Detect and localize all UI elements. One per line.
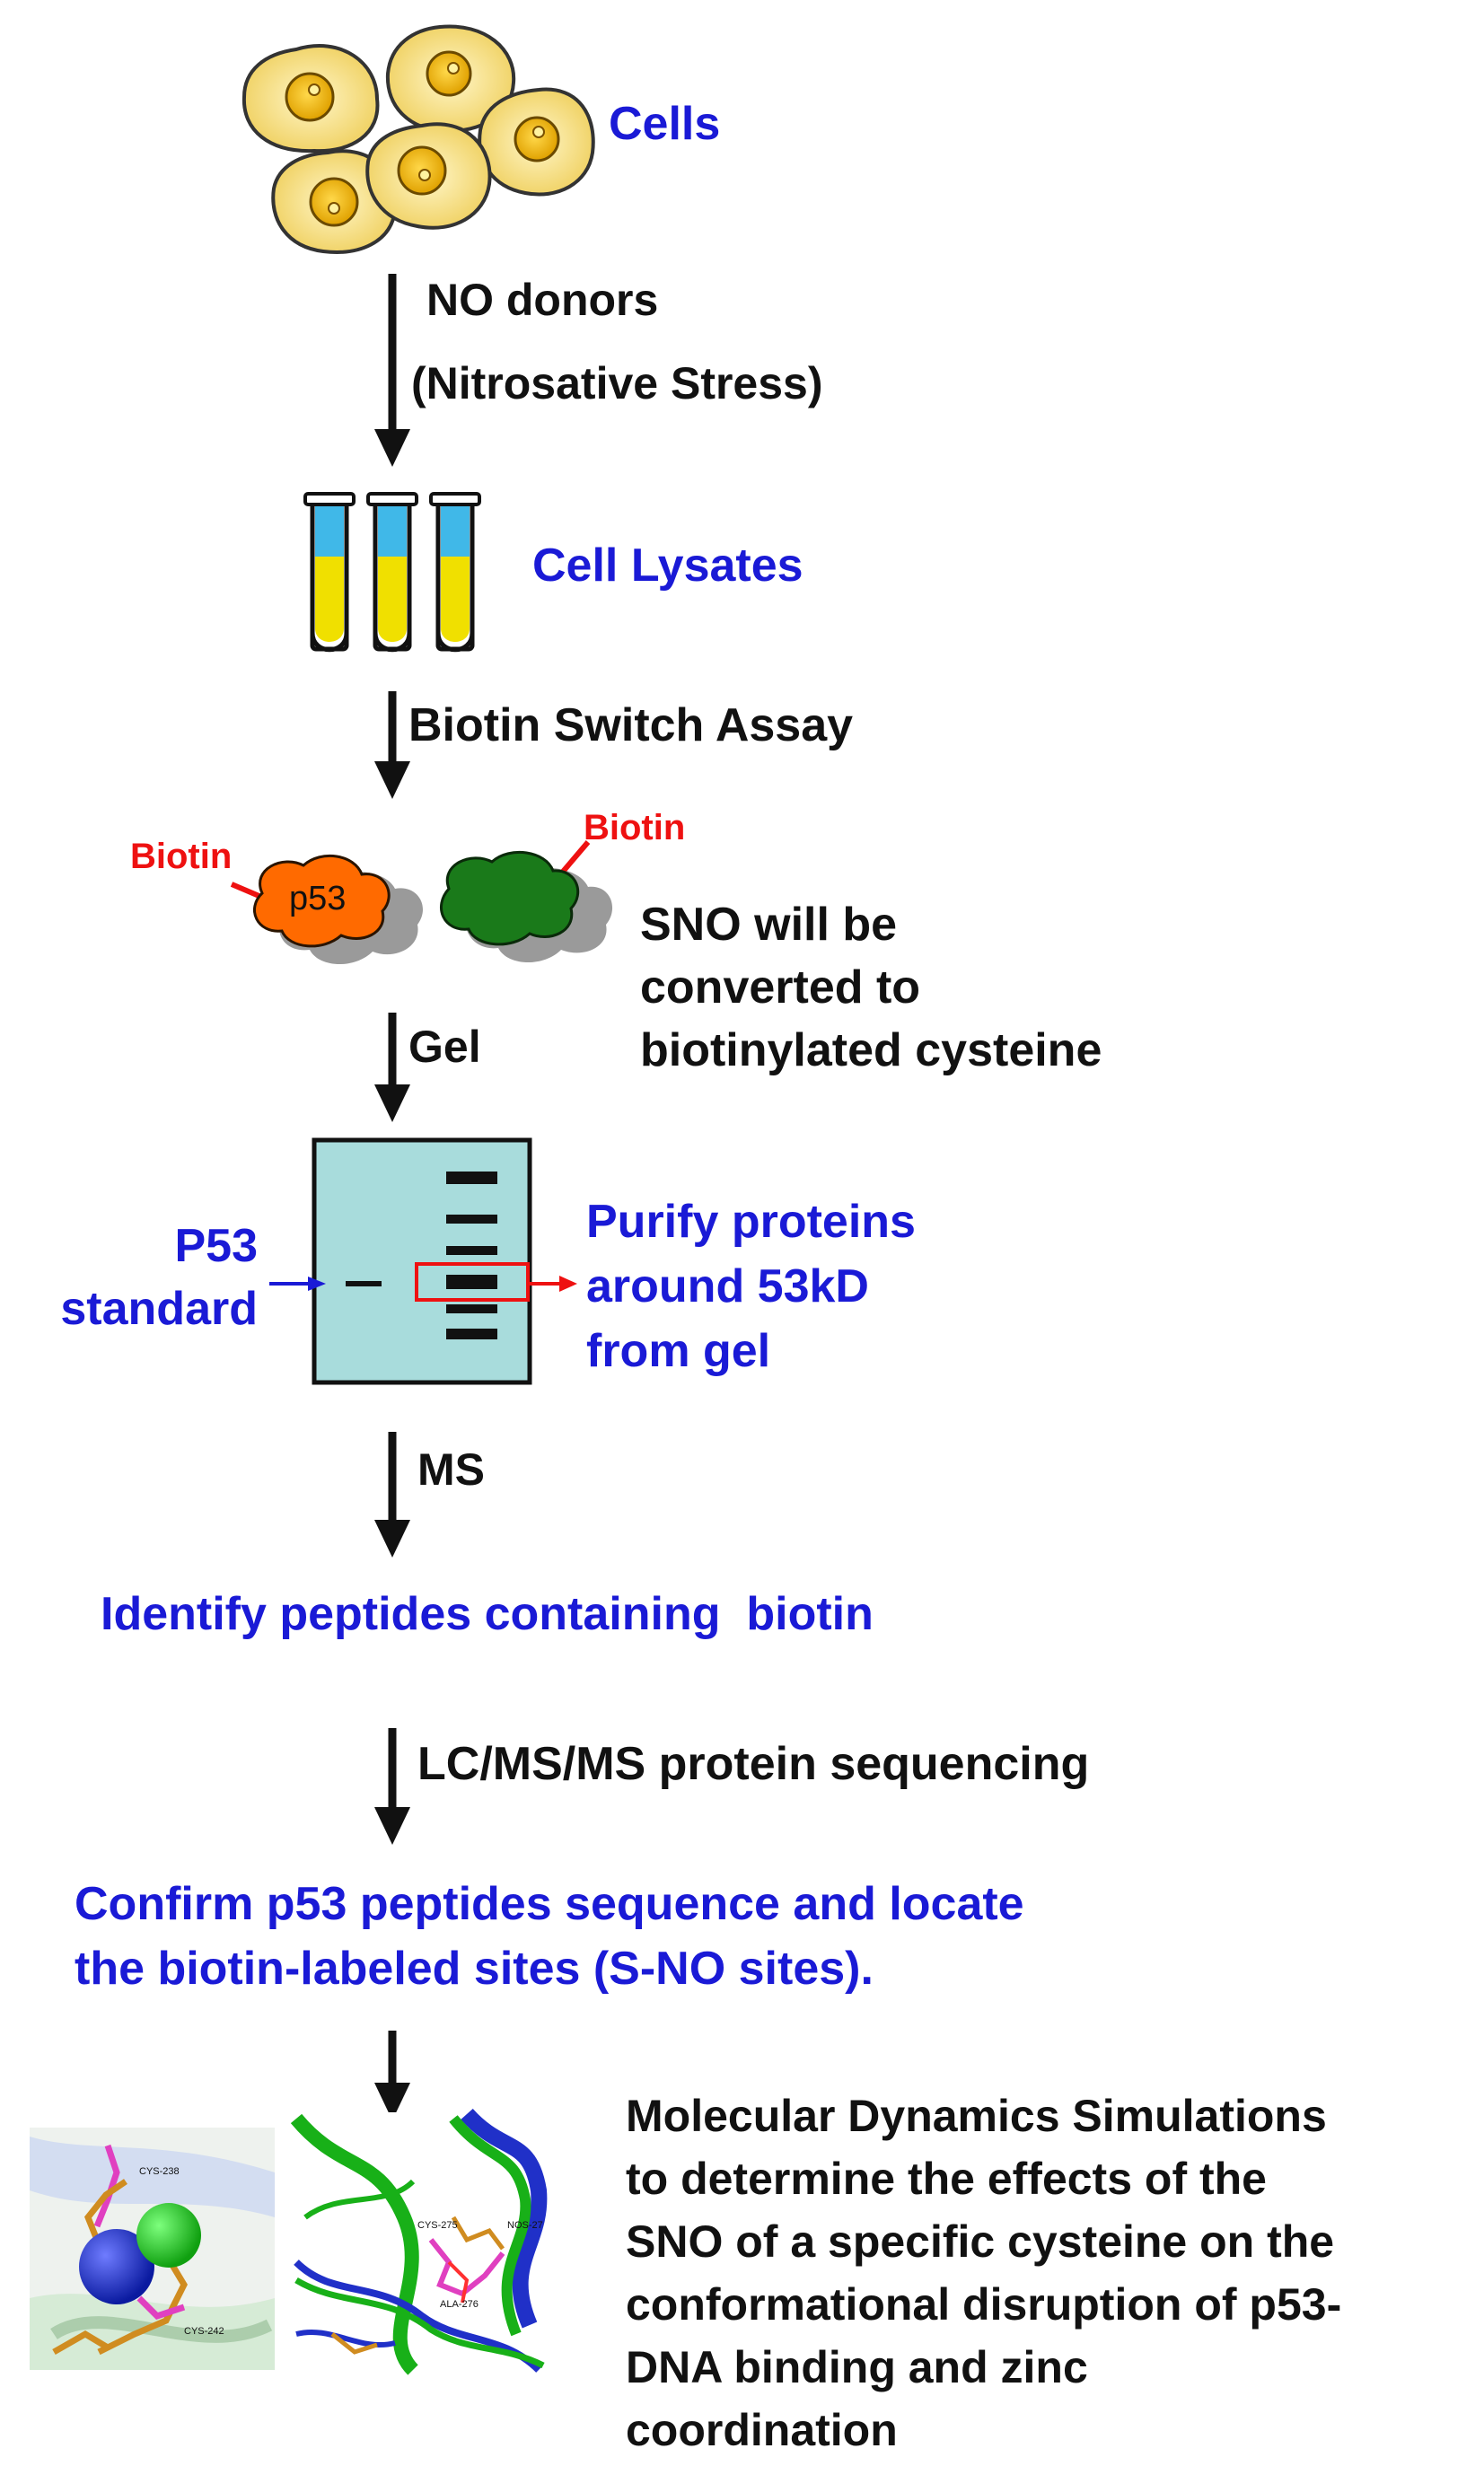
- nitrosative-stress-label: (Nitrosative Stress): [411, 358, 823, 408]
- confirm-line: the biotin-labeled sites (S-NO sites).: [75, 1943, 874, 1995]
- biotin-switch-label: Biotin Switch Assay: [408, 699, 854, 751]
- structure-label: CYS-275: [417, 2220, 458, 2231]
- arrow-gel: [374, 1013, 410, 1122]
- purify-line: Purify proteins: [586, 1196, 916, 1248]
- p53-blob-label: p53: [289, 880, 347, 917]
- tube-icon: [303, 492, 356, 653]
- standard-pointer-arrow: [269, 1277, 326, 1291]
- structure-label: NOS-27: [507, 2220, 543, 2231]
- cell-icon: [241, 44, 380, 154]
- cell-icon: [478, 87, 595, 197]
- ion-sphere: [136, 2203, 201, 2268]
- biotin-right-label: Biotin: [584, 808, 686, 847]
- md-line: Molecular Dynamics Simulations: [626, 2091, 1327, 2141]
- cell-icon: [365, 122, 492, 230]
- purify-proteins-text: Purify proteins around 53kD from gel: [586, 1189, 916, 1383]
- cell-lysates-label: Cell Lysates: [532, 540, 803, 592]
- md-structure-right: CYS-275 NOS-27 ALA-276: [290, 2108, 548, 2375]
- identify-peptides-label: Identify peptides containing biotin: [101, 1588, 874, 1640]
- gel-band: [446, 1275, 497, 1289]
- green-protein-blob: [440, 850, 580, 946]
- confirm-peptides-text: Confirm p53 peptides sequence and locate…: [75, 1872, 1024, 2001]
- confirm-line: Confirm p53 peptides sequence and locate: [75, 1878, 1024, 1930]
- sno-line: biotinylated cysteine: [640, 1024, 1102, 1076]
- md-line: DNA binding and zinc: [626, 2342, 1088, 2392]
- purify-line: around 53kD: [586, 1260, 869, 1312]
- ms-label: MS: [417, 1444, 485, 1495]
- cells-label: Cells: [609, 98, 721, 150]
- zinc-atom-sphere: [79, 2229, 154, 2304]
- md-structure-left: CYS-238 CYS-242: [30, 2128, 275, 2370]
- md-line: SNO of a specific cysteine on the: [626, 2216, 1335, 2267]
- arrow-ms: [374, 1432, 410, 1558]
- sno-line: converted to: [640, 961, 921, 1014]
- purify-pointer-arrow: [528, 1276, 577, 1292]
- p53-standard-label: P53 standard: [33, 1215, 258, 1340]
- gel-illustration: [269, 1137, 577, 1385]
- cell-icon: [385, 24, 516, 134]
- test-tubes-illustration: [303, 492, 481, 653]
- cells-illustration: [241, 24, 595, 254]
- gel-band: [446, 1304, 497, 1313]
- purify-line: from gel: [586, 1325, 771, 1377]
- gel-band: [446, 1246, 497, 1255]
- sno-line: SNO will be: [640, 899, 898, 951]
- arrow-lcms: [374, 1728, 410, 1845]
- md-line: coordination: [626, 2405, 898, 2455]
- structure-label: CYS-242: [184, 2326, 224, 2337]
- biotin-left-label: Biotin: [130, 837, 233, 876]
- arrow-md: [374, 2031, 410, 2120]
- md-line: to determine the effects of the: [626, 2154, 1267, 2204]
- p53-standard-line: P53: [174, 1220, 258, 1272]
- p53-standard-line: standard: [60, 1283, 258, 1335]
- cell-icon: [271, 149, 398, 254]
- tube-icon: [366, 492, 418, 653]
- lcms-label: LC/MS/MS protein sequencing: [417, 1738, 1090, 1790]
- proteins-illustration: [230, 840, 613, 965]
- arrow-no-donors: [374, 274, 410, 467]
- gel-band: [446, 1172, 497, 1184]
- gel-band: [446, 1215, 497, 1224]
- arrow-biotin-switch: [374, 691, 410, 799]
- md-simulations-text: Molecular Dynamics Simulations to determ…: [626, 2084, 1341, 2462]
- sno-conversion-text: SNO will be converted to biotinylated cy…: [640, 893, 1102, 1082]
- structure-label: CYS-238: [139, 2166, 180, 2177]
- structure-label: ALA-276: [440, 2299, 479, 2310]
- gel-standard-band: [346, 1281, 382, 1286]
- md-line: conformational disruption of p53-: [626, 2279, 1342, 2330]
- gel-label: Gel: [408, 1022, 481, 1072]
- no-donors-label: NO donors: [426, 275, 659, 325]
- gel-band: [446, 1329, 497, 1339]
- tube-icon: [429, 492, 481, 653]
